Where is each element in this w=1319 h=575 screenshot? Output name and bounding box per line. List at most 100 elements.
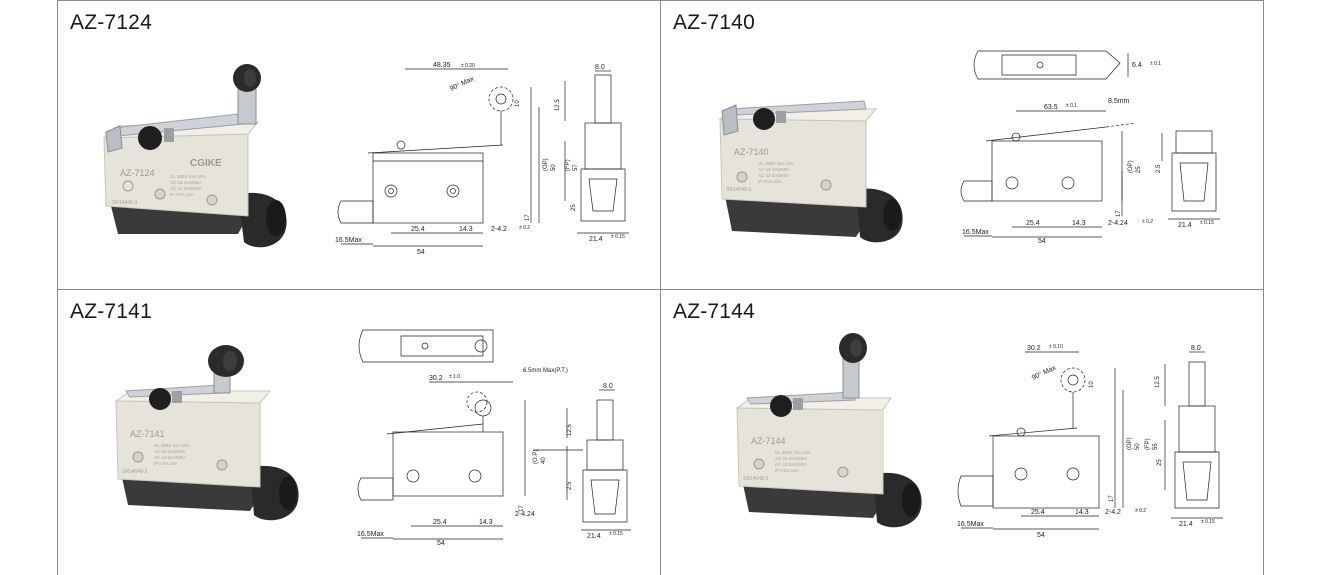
- dimension-drawing: 48.35 ± 0.20 90° Max 10 (OP) 50 (FP) 57 …: [335, 62, 629, 256]
- switch-model-text: AZ-7141: [130, 429, 165, 439]
- svg-text:± 0.10: ± 0.10: [1049, 344, 1063, 350]
- svg-text:± 0.20: ± 0.20: [461, 63, 475, 69]
- svg-text:55: 55: [1153, 443, 1159, 450]
- svg-text:AC-15 3A/250V: AC-15 3A/250V: [775, 456, 806, 461]
- svg-text:± 0.1: ± 0.1: [1066, 103, 1077, 109]
- svg-text:UL 380V 15A 10A: UL 380V 15A 10A: [154, 443, 190, 448]
- product-cell-az7124: AZ-7124 AZ-7124 CGIKE: [58, 1, 660, 289]
- dim-pt: 6.5mm Max(P.T.): [523, 368, 568, 374]
- svg-text:SR14048-3: SR14048-3: [726, 187, 752, 193]
- svg-text:± 0.2: ± 0.2: [519, 225, 530, 231]
- svg-text:SR14048-3: SR14048-3: [743, 476, 769, 482]
- model-title: AZ-7124: [70, 11, 152, 34]
- switch-photo: AZ-7144 UL 380V 15A 10A AC-15 3A/250V AC…: [735, 333, 922, 528]
- dim-plunger: 16.5Max: [357, 531, 384, 538]
- svg-text:17: 17: [1116, 210, 1122, 217]
- svg-text:(FP): (FP): [565, 159, 571, 171]
- svg-text:± 0.15: ± 0.15: [611, 234, 625, 240]
- dim-top-w: 6.4: [1132, 62, 1142, 69]
- svg-text:57: 57: [573, 164, 579, 171]
- dim-hole-sp: 25.4: [1031, 509, 1045, 516]
- svg-text:50: 50: [551, 164, 557, 171]
- product-cell-az7140: AZ-7140 AZ-7140 UL 380V 15A 10A AC-15 3A…: [661, 1, 1263, 289]
- svg-text:UL 380V 15A 10A: UL 380V 15A 10A: [170, 174, 206, 179]
- dim-top-w: 8.0: [1191, 345, 1201, 352]
- dimension-drawing: 6.4 ± 0.1 8.5mm 63.5 ± 0.1 (OP) 25 2.5 1…: [960, 50, 1220, 245]
- svg-text:AC-12 5A/250V: AC-12 5A/250V: [775, 462, 806, 467]
- dim-side-w: 21.4: [1179, 521, 1193, 528]
- product-cell-az7144: AZ-7144 AZ-7144 UL 380V 15A 10A AC-15 3A…: [661, 290, 1263, 575]
- svg-text:IP 0.5A 10A: IP 0.5A 10A: [170, 192, 194, 197]
- svg-text:(OP): (OP): [1128, 160, 1134, 173]
- model-title: AZ-7141: [70, 300, 152, 323]
- dim-lever-offset: 8.5mm: [1108, 98, 1130, 105]
- svg-text:SR14048-3: SR14048-3: [122, 469, 148, 475]
- svg-text:± 0.15: ± 0.15: [1200, 220, 1214, 226]
- dim-hole-dia: 2-4.2: [491, 226, 507, 233]
- svg-text:AC-15 3A/250V: AC-15 3A/250V: [154, 449, 185, 454]
- dim-hole-sp: 25.4: [1026, 220, 1040, 227]
- dimension-drawing: 30.2 ± 1.0 6.5mm Max(P.T.) 8.0 (O.P) 40 …: [357, 329, 631, 546]
- dim-lever: 30.2: [429, 375, 443, 382]
- dim-angle: 90° Max: [1030, 363, 1057, 381]
- svg-text:(OP): (OP): [1127, 437, 1133, 450]
- dim-top-w: 8.0: [603, 383, 613, 390]
- dim-body-w: 54: [1037, 532, 1045, 538]
- dim-plunger: 16.5Max: [957, 521, 984, 528]
- dim-hole-sp: 25.4: [433, 519, 447, 526]
- switch-photo: AZ-7141 UL 380V 15A 10A AC-15 3A/250V AC…: [114, 345, 299, 521]
- svg-text:UL 380V 15A 10A: UL 380V 15A 10A: [775, 450, 811, 455]
- dim-hole-edge: 14.3: [1075, 509, 1089, 516]
- dim-side-w: 21.4: [589, 236, 603, 243]
- svg-text:± 1.0: ± 1.0: [449, 374, 460, 380]
- dim-side-w: 21.4: [1178, 222, 1192, 229]
- frame-row-divider: [57, 289, 1264, 290]
- dim-body-w: 54: [437, 540, 445, 546]
- dim-hole-edge: 14.3: [459, 226, 473, 233]
- svg-text:UL 380V 15A 10A: UL 380V 15A 10A: [758, 161, 794, 166]
- svg-text:± 0.2: ± 0.2: [1135, 508, 1146, 514]
- frame-middle: [660, 0, 661, 575]
- switch-model-text: AZ-7124: [120, 168, 155, 178]
- svg-text:(OP): (OP): [543, 158, 549, 171]
- dim-lever: 48.35: [433, 62, 451, 69]
- dim-plunger: 16.5Max: [335, 237, 362, 244]
- svg-text:(O.P): (O.P): [533, 450, 539, 464]
- svg-text:40: 40: [541, 457, 547, 464]
- svg-text:10: 10: [1089, 381, 1095, 388]
- svg-text:17: 17: [519, 505, 525, 512]
- dim-body-w: 54: [417, 249, 425, 256]
- svg-text:IP 0.5A 10A: IP 0.5A 10A: [775, 468, 799, 473]
- svg-text:25: 25: [1157, 459, 1163, 466]
- dim-lever: 63.5: [1044, 104, 1058, 111]
- dim-lever: 30.2: [1027, 345, 1041, 352]
- svg-text:25: 25: [1136, 166, 1142, 173]
- product-cell-az7141: AZ-7141 AZ-7141 UL 380V 15A 10A AC-15 3A…: [58, 290, 660, 575]
- switch-model-text: AZ-7140: [734, 147, 769, 157]
- svg-text:IP 0.5A 10A: IP 0.5A 10A: [758, 179, 782, 184]
- dim-side-w: 21.4: [587, 533, 601, 540]
- dimension-drawing: 30.2 ± 0.10 90° Max 10 (OP) 50 (FP) 55 1…: [957, 344, 1223, 538]
- switch-model-text: AZ-7144: [751, 436, 786, 446]
- svg-text:(FP): (FP): [1145, 438, 1151, 450]
- dim-hole-sp: 25.4: [411, 226, 425, 233]
- svg-text:AC-12 5A/250V: AC-12 5A/250V: [154, 455, 185, 460]
- svg-text:12.5: 12.5: [567, 424, 573, 436]
- dim-body-w: 54: [1038, 238, 1046, 245]
- svg-text:± 0.15: ± 0.15: [609, 531, 623, 537]
- svg-text:± 0.1: ± 0.1: [1150, 61, 1161, 67]
- svg-text:17: 17: [1109, 495, 1115, 502]
- switch-photo: AZ-7124 CGIKE UL 380V 15A 10A AC-15 3A/2…: [102, 64, 287, 248]
- svg-text:AC-15 3A/250V: AC-15 3A/250V: [170, 180, 201, 185]
- svg-text:12.5: 12.5: [555, 99, 561, 111]
- svg-text:17: 17: [525, 214, 531, 221]
- svg-text:2.5: 2.5: [567, 481, 573, 490]
- model-title: AZ-7144: [673, 300, 755, 323]
- svg-text:AC-12 5A/250V: AC-12 5A/250V: [758, 173, 789, 178]
- dim-hole-dia: 2-4.24: [515, 511, 535, 518]
- frame-top: [57, 0, 1264, 1]
- svg-text:AC-15 3A/250V: AC-15 3A/250V: [758, 167, 789, 172]
- svg-text:50: 50: [1135, 443, 1141, 450]
- svg-text:± 0.15: ± 0.15: [1201, 519, 1215, 525]
